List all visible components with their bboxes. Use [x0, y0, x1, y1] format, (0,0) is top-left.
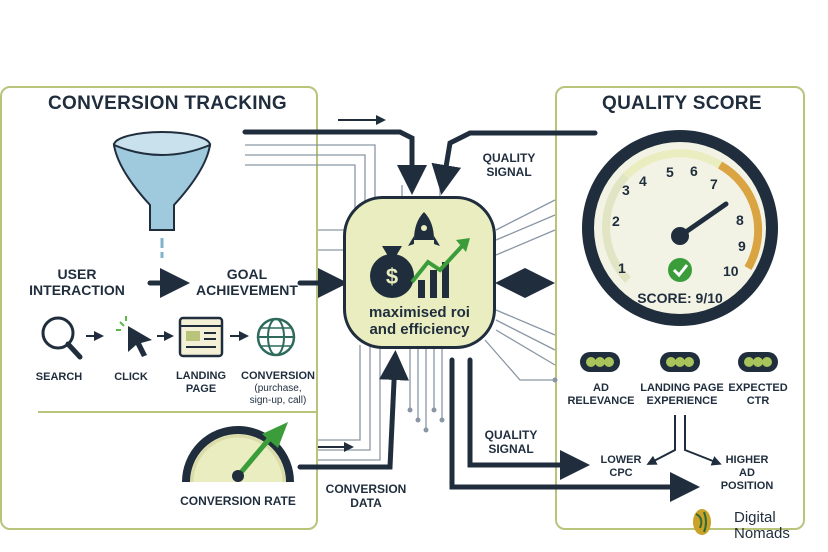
- ad-relevance-indicator: [580, 352, 620, 372]
- conversion-subtitle: (purchase, sign-up, call): [249, 383, 307, 407]
- gauge-tick-1: 1: [618, 260, 626, 276]
- factor-ad-relevance: AD RELEVANCE: [567, 382, 635, 408]
- landing-page-experience-indicator: [660, 352, 700, 372]
- rocket-icon: [408, 212, 440, 246]
- brand-line-1: Digital: [734, 509, 776, 526]
- conversion-data-label: CONVERSION DATA: [325, 482, 407, 511]
- gauge-tick-5: 5: [666, 164, 674, 180]
- quality-signal-bottom-label: QUALITY SIGNAL: [484, 428, 538, 457]
- score-label: SCORE: 9/10: [637, 290, 723, 306]
- step-label-search: SEARCH: [35, 371, 83, 383]
- svg-text:$: $: [386, 264, 398, 289]
- gauge-tick-6: 6: [690, 163, 698, 179]
- expected-ctr-indicator: [738, 352, 778, 372]
- brand-name: Digital Nomads: [734, 510, 790, 542]
- factor-landing-page-experience: LANDING PAGE EXPERIENCE: [640, 382, 724, 408]
- quality-score-title: QUALITY SCORE: [602, 93, 762, 114]
- goal-achievement-label: GOAL ACHIEVEMENT: [196, 266, 298, 299]
- conversion-tracking-panel: [0, 86, 318, 530]
- hub-text: maximised roi and efficiency: [369, 304, 470, 338]
- lower-cpc-label: LOWER CPC: [600, 454, 642, 480]
- gauge-tick-3: 3: [622, 182, 630, 198]
- step-label-landing-page: LANDING PAGE: [175, 370, 227, 396]
- gauge-tick-8: 8: [736, 212, 744, 228]
- step-label-conversion: CONVERSION (purchase, sign-up, call): [236, 370, 320, 407]
- higher-ad-position-label: HIGHER AD POSITION: [720, 454, 774, 493]
- gauge-tick-2: 2: [612, 213, 620, 229]
- conversion-tracking-title: CONVERSION TRACKING: [48, 93, 287, 114]
- quality-score-panel: [555, 86, 805, 530]
- gauge-tick-4: 4: [639, 173, 647, 189]
- step-label-click: CLICK: [114, 371, 148, 383]
- quality-signal-top-label: QUALITY SIGNAL: [482, 151, 536, 180]
- growth-chart-icon: [410, 238, 470, 298]
- conversion-rate-label: CONVERSION RATE: [180, 494, 296, 508]
- factor-expected-ctr: EXPECTED CTR: [728, 382, 788, 408]
- gauge-tick-7: 7: [710, 176, 718, 192]
- conversion-title: CONVERSION: [241, 370, 315, 382]
- brand-line-2: Nomads: [734, 524, 790, 542]
- user-interaction-label: USER INTERACTION: [29, 266, 125, 299]
- money-bag-icon: $: [370, 246, 414, 298]
- gauge-tick-9: 9: [738, 238, 746, 254]
- gauge-tick-10: 10: [723, 263, 739, 279]
